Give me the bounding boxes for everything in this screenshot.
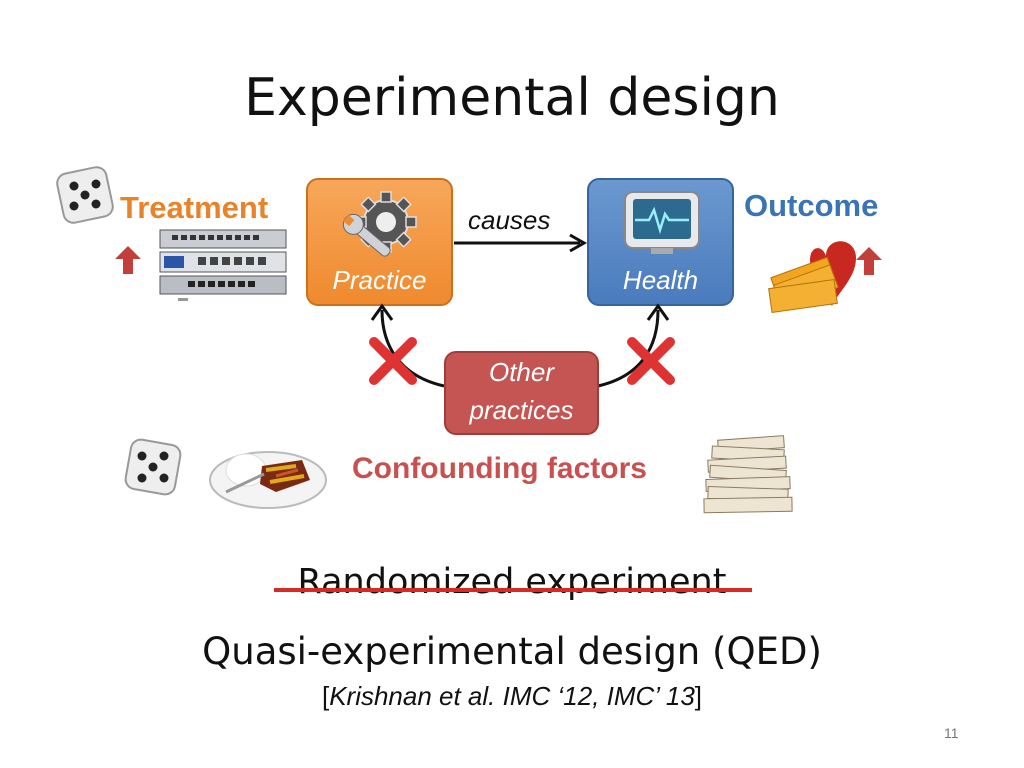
- up-arrow-icon: [115, 246, 141, 274]
- health-box: Health: [587, 178, 734, 306]
- causes-arrow: [454, 233, 588, 253]
- paper-stack-icon: [703, 435, 793, 514]
- other-practices-box: Other practices: [444, 351, 599, 435]
- page-number: 11: [944, 725, 959, 741]
- randomized-experiment-text: Randomized experiment: [297, 562, 727, 602]
- citation: [Krishnan et al. IMC ‘12, IMC’ 13]: [0, 681, 1024, 712]
- practice-label: Practice: [332, 265, 427, 295]
- practice-box: Practice: [306, 178, 453, 306]
- gear-wrench-icon: [342, 191, 417, 257]
- dice-icon: [56, 166, 114, 224]
- citation-text: Krishnan et al. IMC ‘12, IMC’ 13: [329, 681, 695, 711]
- food-plate-icon: [209, 451, 327, 509]
- treatment-label: Treatment: [120, 190, 269, 225]
- up-arrow-icon: [856, 247, 882, 275]
- other-practices-line2: practices: [469, 395, 574, 425]
- x-mark-icon: [627, 337, 675, 385]
- causes-label: causes: [468, 205, 551, 235]
- x-mark-icon: [369, 337, 417, 385]
- slide-title: Experimental design: [244, 68, 780, 128]
- network-switch-icon: [159, 229, 287, 301]
- strikethrough-line: [274, 588, 752, 592]
- outcome-label: Outcome: [744, 188, 879, 223]
- confounding-factors-label: Confounding factors: [352, 452, 647, 485]
- monitor-heartbeat-icon: [624, 191, 700, 254]
- other-practices-line1: Other: [488, 357, 555, 387]
- ticket-heart-icon: [768, 241, 856, 314]
- qed-text: Quasi-experimental design (QED): [202, 630, 822, 673]
- dice-icon: [124, 438, 182, 496]
- citation-open-bracket: [: [321, 681, 330, 711]
- health-label: Health: [622, 265, 699, 295]
- citation-close-bracket: ]: [694, 681, 703, 711]
